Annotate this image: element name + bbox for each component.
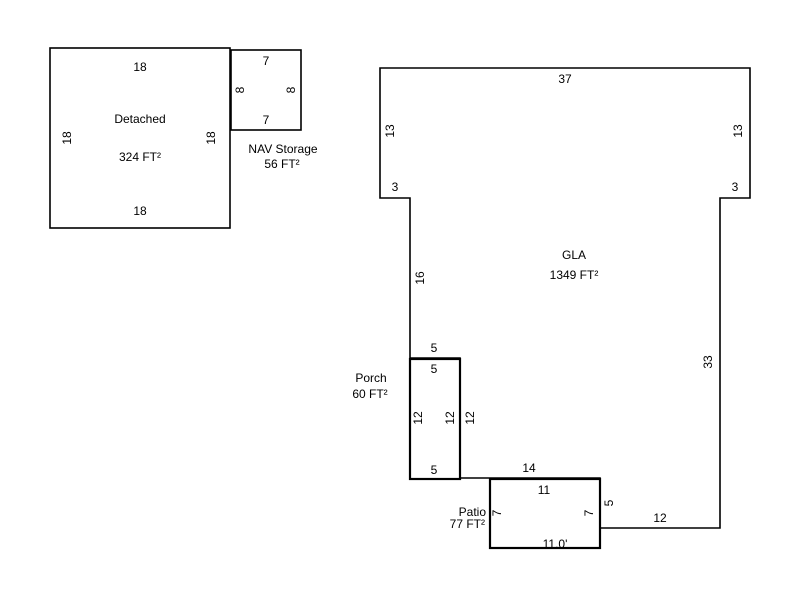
porch-area-value: 60 FT² [352, 387, 387, 401]
patio-area-value: 77 FT² [450, 517, 485, 531]
gla-dim-right-upper: 13 [731, 124, 745, 138]
gla-area-value: 1349 FT² [550, 268, 599, 282]
patio-label: Patio [459, 505, 487, 519]
porch-dim-left: 12 [411, 411, 425, 425]
patio-area[interactable]: 11 11.0' 7 7 Patio 77 FT² [450, 477, 602, 551]
detached-dim-left: 18 [60, 131, 74, 145]
porch-dim-right: 12 [443, 411, 457, 425]
porch-dim-top: 5 [431, 362, 438, 376]
nav-storage-dim-top: 7 [263, 54, 270, 68]
nav-storage-outline [230, 49, 302, 131]
detached-label: Detached [114, 112, 165, 126]
nav-storage-area[interactable]: 7 7 8 8 NAV Storage 56 FT² [230, 49, 318, 171]
detached-outline [49, 47, 231, 229]
gla-label: GLA [562, 248, 586, 262]
gla-dim-right-step: 3 [732, 180, 739, 194]
gla-dim-porch-top: 5 [431, 341, 438, 355]
gla-dim-left-step: 3 [392, 180, 399, 194]
gla-area[interactable]: 37 13 13 3 3 16 33 12 5 14 5 12 GLA 1349… [379, 67, 751, 529]
nav-storage-dim-left: 8 [233, 86, 247, 93]
nav-storage-dim-bottom: 7 [263, 113, 270, 127]
gla-dim-bottom-right: 12 [653, 511, 667, 525]
gla-dim-top: 37 [558, 72, 572, 86]
detached-dim-bottom: 18 [133, 204, 147, 218]
gla-outline [379, 67, 751, 529]
detached-dim-right: 18 [204, 131, 218, 145]
porch-label: Porch [355, 371, 386, 385]
patio-dim-top: 11 [538, 483, 551, 497]
detached-area[interactable]: 18 18 18 18 Detached 324 FT² [49, 47, 231, 229]
gla-dim-left-mid: 16 [413, 271, 427, 285]
gla-dim-bottom-mid: 14 [522, 461, 536, 475]
gla-dim-patio-side: 5 [602, 499, 616, 506]
gla-dim-left-upper: 13 [383, 124, 397, 138]
patio-outline [488, 477, 602, 550]
gla-dim-right-long: 33 [701, 355, 715, 369]
gla-dim-porch-side: 12 [463, 411, 477, 425]
porch-area[interactable]: 5 5 12 12 Porch 60 FT² [352, 357, 462, 481]
detached-dim-top: 18 [133, 60, 147, 74]
porch-outline [408, 357, 462, 481]
nav-storage-dim-right: 8 [284, 86, 298, 93]
nav-storage-area-value: 56 FT² [264, 157, 299, 171]
detached-area-value: 324 FT² [119, 150, 161, 164]
patio-dim-bottom: 11.0' [543, 537, 568, 551]
porch-dim-bottom: 5 [431, 463, 438, 477]
patio-dim-right: 7 [582, 509, 596, 516]
patio-dim-left: 7 [490, 509, 504, 516]
nav-storage-label: NAV Storage [248, 142, 317, 156]
